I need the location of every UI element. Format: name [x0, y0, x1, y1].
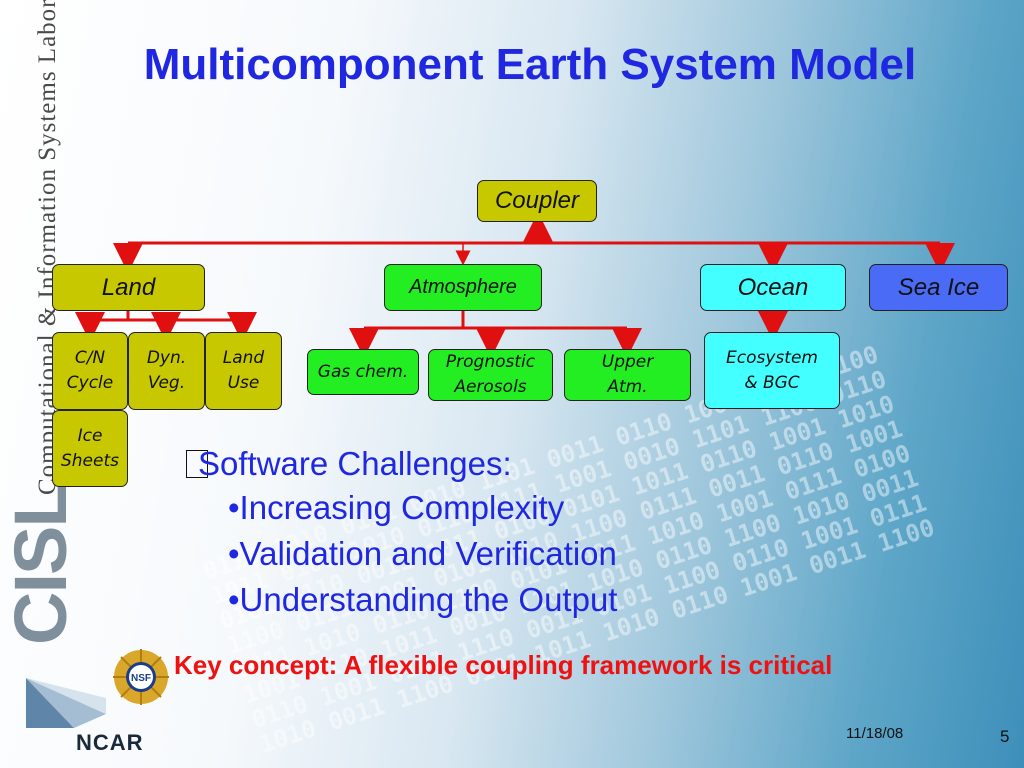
slide-title: Multicomponent Earth System Model: [143, 40, 917, 89]
missing-glyph-bullet: [186, 450, 208, 478]
ecosystem-label-line1: Ecosystem: [726, 347, 818, 368]
atmosphere-box: Atmosphere: [384, 264, 542, 311]
coupler-label: Coupler: [494, 187, 580, 214]
upper-atm-box: Upper Atm.: [564, 349, 691, 401]
slide-date: 11/18/08: [846, 725, 904, 742]
land-use-label-line2: Use: [227, 373, 260, 393]
ice-sheets-box: Ice Sheets: [52, 410, 128, 487]
ice-sheets-label-line1: Ice: [77, 425, 103, 446]
coupler-box: Coupler: [477, 180, 597, 222]
gas-chem-label: Gas chem.: [317, 361, 409, 382]
slide-page-number: 5: [1000, 727, 1010, 746]
upper-atm-label-line1: Upper: [601, 352, 654, 372]
challenges-heading-row: Software Challenges:: [178, 445, 617, 483]
ocean-label: Ocean: [737, 273, 809, 301]
challenge-item: •Understanding the Output: [228, 581, 618, 618]
ecosystem-bgc-box: Ecosystem & BGC: [704, 332, 840, 409]
land-label: Land: [101, 273, 156, 301]
key-concept-text: Key concept: A flexible coupling framewo…: [174, 650, 833, 680]
cn-cycle-label-line1: C/N: [74, 348, 106, 368]
cn-cycle-label-line2: Cycle: [66, 373, 114, 393]
challenge-item: •Validation and Verification: [228, 535, 617, 572]
land-use-box: Land Use: [205, 332, 282, 410]
nsf-logo-text: NSF: [131, 673, 151, 684]
upper-atm-label-line2: Atm.: [607, 377, 648, 397]
land-use-label-line1: Land: [222, 348, 265, 368]
challenge-item: •Increasing Complexity: [228, 489, 565, 526]
ncar-logo-text: NCAR: [76, 730, 144, 755]
sea-ice-box: Sea Ice: [869, 264, 1008, 311]
nsf-logo: NSF: [113, 649, 169, 705]
cn-cycle-box: C/N Cycle: [52, 332, 128, 410]
ncar-logo-graphic: [26, 678, 106, 728]
sea-ice-label: Sea Ice: [897, 273, 980, 301]
aerosols-label-line1: Prognostic: [445, 352, 536, 372]
atmosphere-label: Atmosphere: [409, 276, 517, 298]
ice-sheets-label-line2: Sheets: [60, 450, 119, 471]
challenges-heading: Software Challenges:: [198, 445, 512, 482]
dyn-veg-box: Dyn. Veg.: [128, 332, 205, 410]
software-challenges: Software Challenges: •Increasing Complex…: [178, 445, 617, 623]
dyn-veg-label-line1: Dyn.: [146, 348, 187, 368]
ocean-box: Ocean: [700, 264, 846, 311]
aerosols-label-line2: Aerosols: [454, 377, 527, 397]
ecosystem-label-line2: & BGC: [744, 372, 800, 393]
prognostic-aerosols-box: Prognostic Aerosols: [428, 349, 553, 401]
gas-chem-box: Gas chem.: [307, 349, 419, 395]
challenges-list: •Increasing Complexity •Validation and V…: [228, 485, 617, 623]
land-box: Land: [52, 264, 205, 311]
dyn-veg-label-line2: Veg.: [147, 373, 186, 393]
